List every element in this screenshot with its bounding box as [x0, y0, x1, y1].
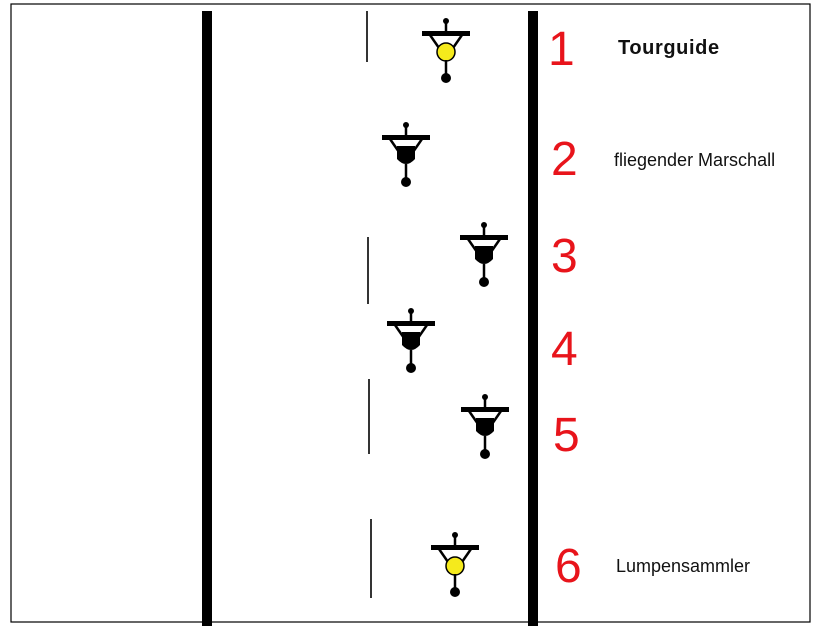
rider-number-labels: 1 2 3 4 5 6	[548, 23, 582, 593]
rider-role-label: fliegender Marschall	[614, 150, 775, 170]
rider-role-label: Lumpensammler	[616, 556, 750, 576]
rider-number: 2	[551, 133, 578, 186]
bicycle-rider-icon	[460, 222, 508, 287]
rider-role-labels: Tourguide fliegender Marschall Lumpensam…	[614, 37, 775, 576]
bicycle-rider-icon	[422, 18, 470, 83]
rider-number: 6	[555, 540, 582, 593]
rider-number: 5	[553, 409, 580, 462]
rider-number: 3	[551, 230, 578, 283]
bicycle-rider-icon	[387, 308, 435, 373]
riders	[382, 18, 509, 597]
rider-number: 4	[551, 323, 578, 376]
road-edge-right	[528, 11, 538, 626]
bicycle-rider-icon	[382, 122, 430, 187]
rider-number: 1	[548, 23, 575, 76]
bicycle-rider-icon	[461, 394, 509, 459]
bicycle-rider-icon	[431, 532, 479, 597]
center-lane-markings	[366, 11, 372, 598]
rider-role-label: Tourguide	[618, 37, 720, 59]
road-edge-left	[202, 11, 212, 626]
